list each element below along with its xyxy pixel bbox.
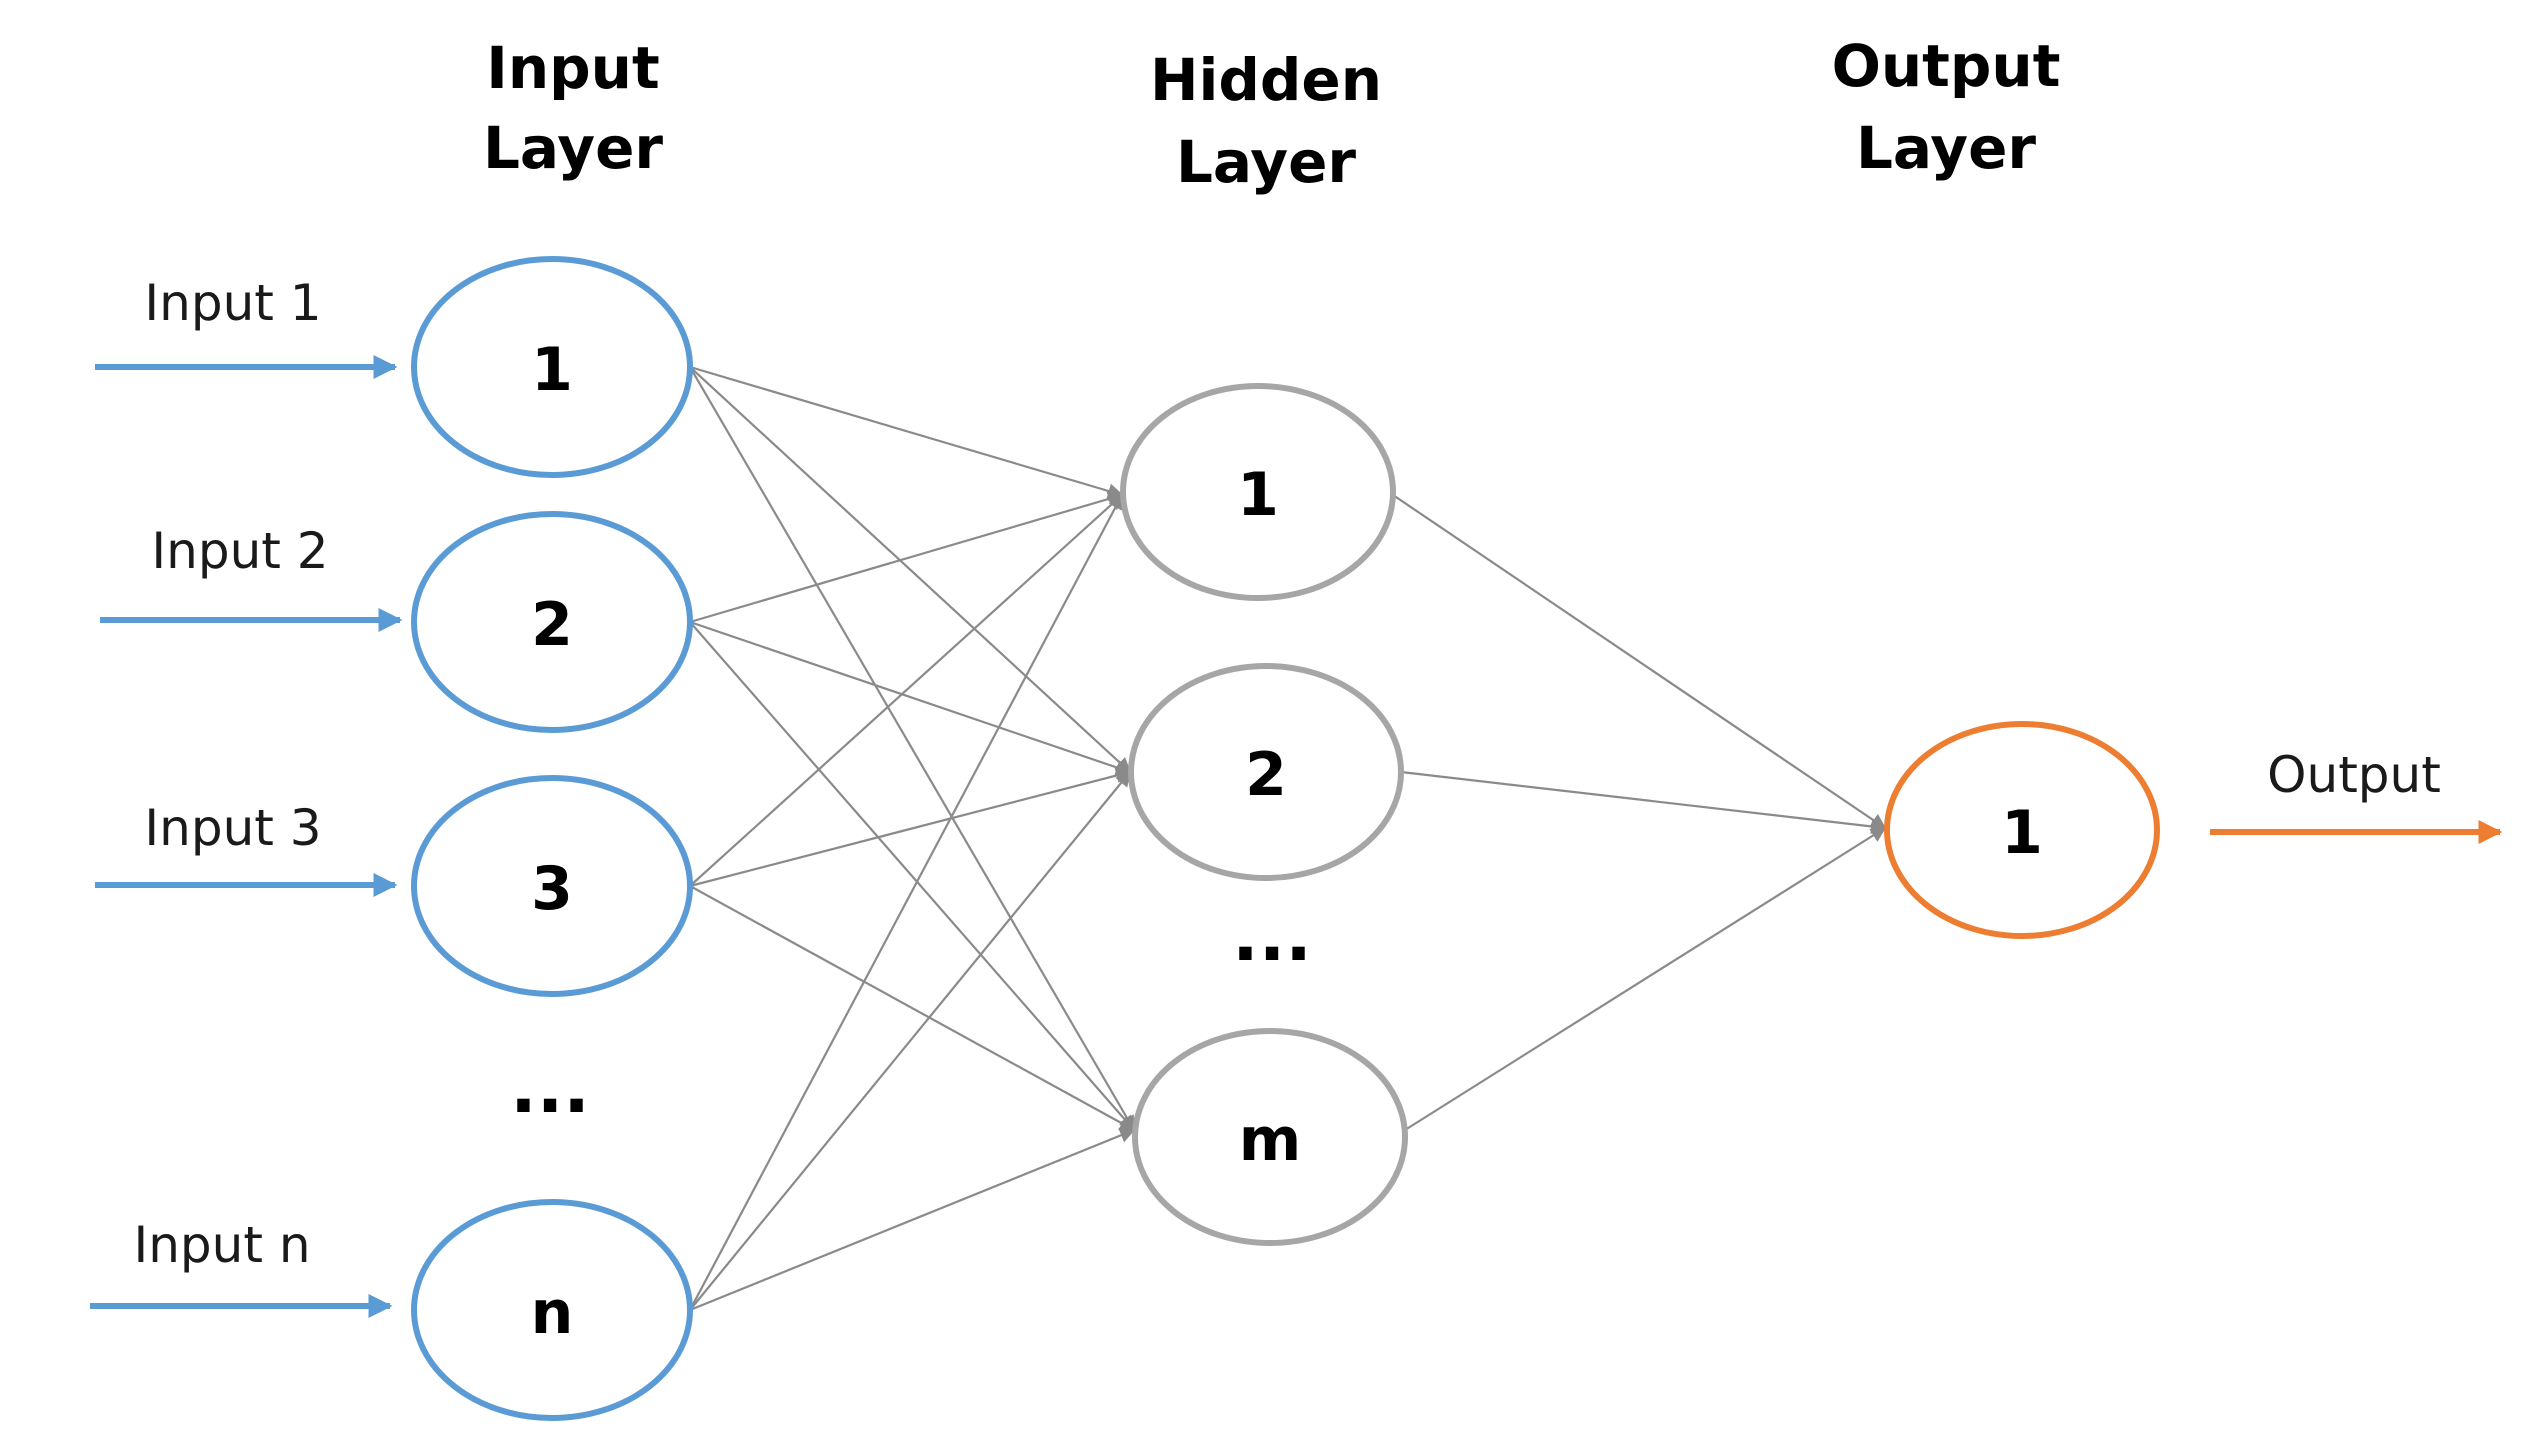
output-layer-title-line1: Output	[1832, 32, 2061, 100]
connection-input-1-to-hidden-1	[689, 365, 1124, 499]
output-node-1-label: 1	[2001, 798, 2043, 868]
connection-input-3-to-hidden-2	[689, 768, 1132, 888]
hidden-node-2-label: 2	[1245, 740, 1287, 810]
hidden-layer-title-line2: Layer	[1176, 128, 1356, 196]
connection-input-n-to-hidden-2	[689, 770, 1131, 1311]
input-label-n: Input n	[133, 1216, 310, 1274]
input-label-3: Input 3	[144, 799, 321, 857]
output-label: Output	[2267, 746, 2441, 804]
hidden-node-1-label: 1	[1237, 460, 1279, 530]
connection-hidden-m-to-output-1	[1404, 827, 1887, 1131]
connection-input-2-to-hidden-2	[689, 620, 1132, 775]
hidden-node-2: 2	[1128, 663, 1404, 881]
hidden-node-1: 1	[1120, 383, 1396, 601]
output-layer-title-line2: Layer	[1856, 114, 2036, 182]
input-node-2-label: 2	[531, 590, 573, 660]
connection-input-2-to-hidden-1	[689, 491, 1124, 624]
output-node-1: 1	[1884, 721, 2160, 939]
input-ellipsis: ...	[510, 1047, 590, 1129]
input-layer-title-line2: Layer	[483, 114, 663, 182]
input-node-n: n	[411, 1199, 693, 1421]
connection-input-1-to-hidden-m	[689, 366, 1135, 1132]
connection-input-3-to-hidden-m	[689, 885, 1136, 1131]
connection-input-1-to-hidden-2	[689, 366, 1132, 774]
hidden-node-m-label: m	[1239, 1105, 1302, 1175]
input-node-3: 3	[411, 775, 693, 997]
input-node-1-label: 1	[531, 335, 573, 405]
input-node-1: 1	[411, 256, 693, 478]
hidden-layer-title-line1: Hidden	[1150, 46, 1382, 114]
input-layer-title-line1: Input	[486, 34, 659, 102]
connection-hidden-1-to-output-1	[1392, 494, 1887, 829]
hidden-node-m: m	[1132, 1028, 1408, 1246]
connection-hidden-2-to-output-1	[1400, 770, 1887, 835]
hidden-ellipsis: ...	[1232, 895, 1312, 977]
input-arrows-group	[90, 355, 403, 1318]
input-node-2: 2	[411, 511, 693, 733]
input-label-1: Input 1	[144, 274, 321, 332]
input-label-2: Input 2	[151, 522, 328, 580]
connection-input-n-to-hidden-m	[689, 1128, 1136, 1312]
connection-input-n-to-hidden-1	[689, 493, 1123, 1311]
connection-input-2-to-hidden-m	[689, 621, 1136, 1132]
connections-group	[689, 365, 1887, 1312]
input-node-3-label: 3	[531, 854, 573, 924]
connection-input-3-to-hidden-1	[689, 493, 1124, 887]
input-node-n-label: n	[531, 1278, 574, 1348]
